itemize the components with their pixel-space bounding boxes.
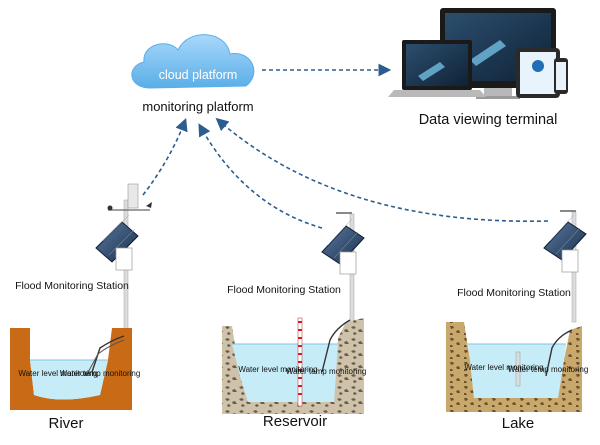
reservoir-temp-sensor-label: Water temp monitoring [286,367,367,376]
monitoring-platform-label: monitoring platform [142,99,253,114]
river-basin [10,328,132,410]
cloud-icon [131,34,255,89]
lake-label: Lake [502,415,535,432]
arrow-reservoir-to-platform [198,123,323,229]
reservoir-level-sensor-label: Water level monitoring [238,365,317,374]
arrow-lake-to-platform [215,117,549,223]
tablet-icon [516,48,560,98]
arrow-river-to-platform [142,118,188,196]
station-river [95,183,152,356]
station-lake [543,210,587,323]
cloud-platform-label: cloud platform [159,68,238,82]
laptop-icon [388,40,486,97]
station-river-label: Flood Monitoring Station [15,280,129,292]
terminal-label: Data viewing terminal [419,112,558,128]
river-label: River [48,415,83,432]
lake-level-sensor-label: Water level monitoring [464,363,543,372]
station-reservoir-label: Flood Monitoring Station [227,284,341,296]
phone-icon [554,58,568,94]
station-lake-label: Flood Monitoring Station [457,287,571,299]
lake-basin [446,322,582,412]
reservoir-label: Reservoir [263,413,327,430]
lake-temp-sensor-label: Water temp monitoring [508,365,589,374]
station-reservoir [321,212,365,325]
reservoir-basin [222,317,364,414]
river-level-sensor-label: Water level monitoring [18,369,97,378]
river-temp-sensor-label: Water temp monitoring [60,369,141,378]
